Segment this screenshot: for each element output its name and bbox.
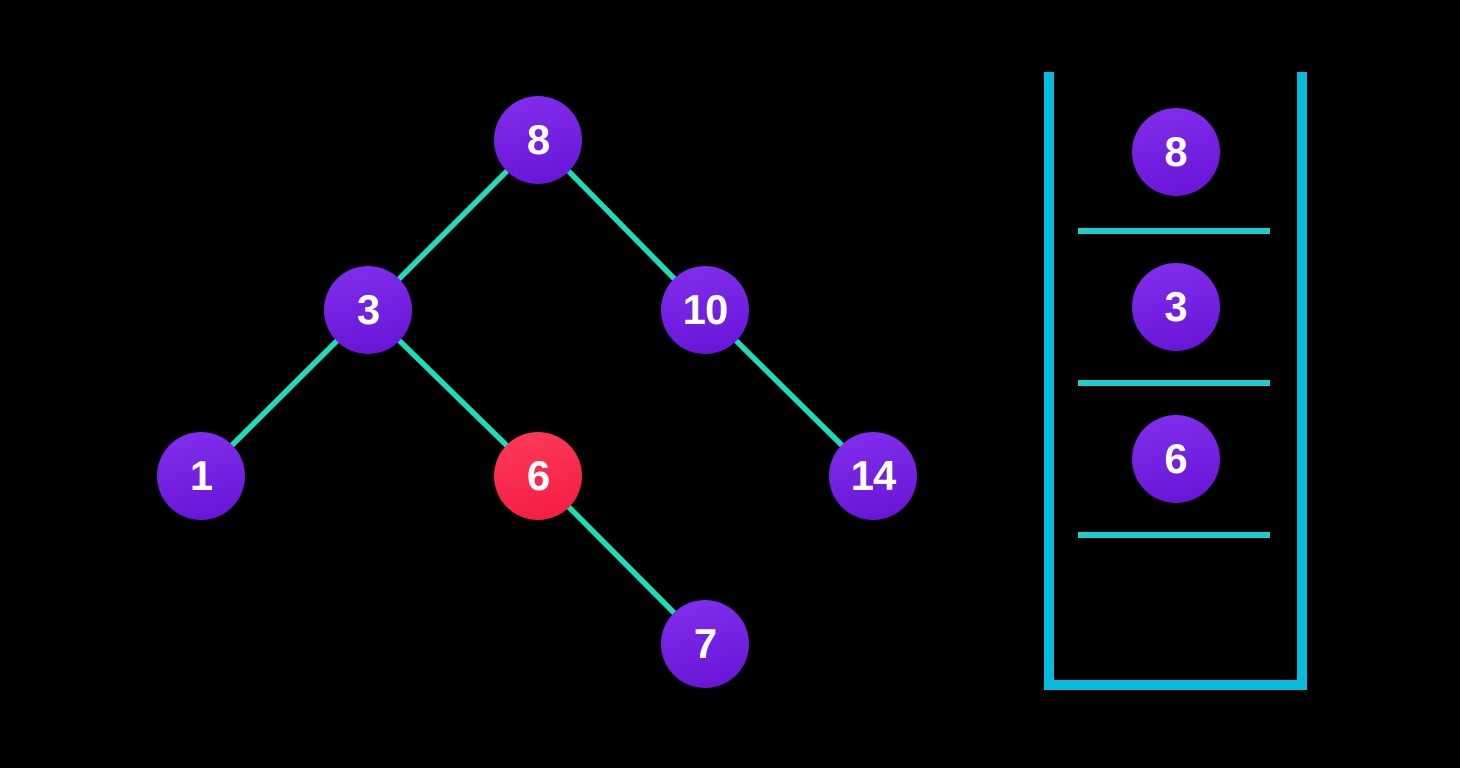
tree-node-6: 6 bbox=[494, 432, 582, 520]
stack-separator bbox=[1078, 228, 1270, 234]
stack-node-6: 6 bbox=[1131, 415, 1220, 503]
tree-node-7: 7 bbox=[661, 600, 749, 688]
stack-node-3: 3 bbox=[1131, 263, 1220, 351]
stack-slot-3: 6 bbox=[1054, 383, 1297, 538]
stack-slot-empty bbox=[1054, 535, 1297, 687]
stack-node-8: 8 bbox=[1131, 107, 1220, 196]
stack-separator bbox=[1078, 380, 1270, 386]
tree-node-1: 1 bbox=[157, 432, 245, 520]
tree-node-10: 10 bbox=[661, 266, 749, 354]
stack-slot-2: 3 bbox=[1054, 231, 1297, 386]
tree-node-3: 3 bbox=[324, 266, 412, 354]
stack-container: 8 3 6 bbox=[1044, 72, 1307, 690]
stack-slot-1: 8 bbox=[1054, 72, 1297, 234]
stack-separator bbox=[1078, 532, 1270, 538]
tree-node-8: 8 bbox=[494, 96, 582, 184]
tree-node-14: 14 bbox=[829, 432, 917, 520]
